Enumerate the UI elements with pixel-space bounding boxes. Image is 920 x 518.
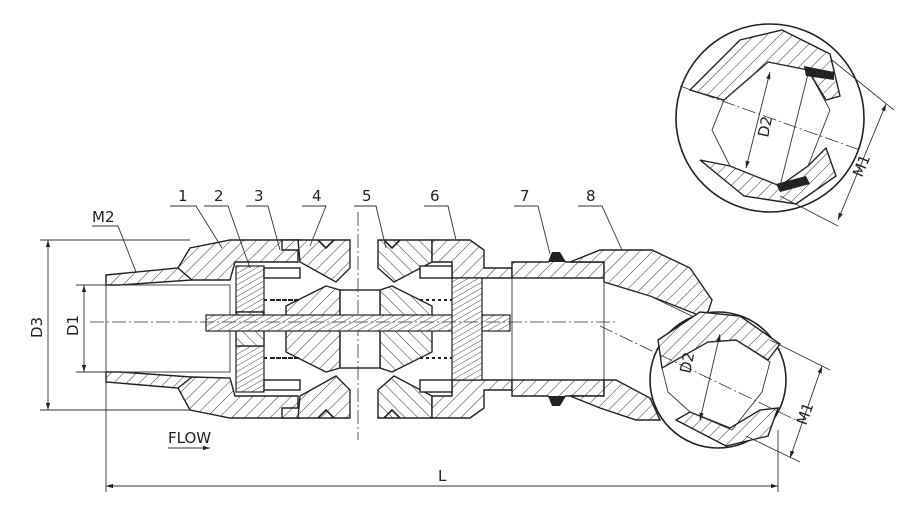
m1-main-extension-bottom bbox=[745, 435, 801, 463]
dim-d2-detail: D2 bbox=[754, 114, 776, 138]
m1-main-dimension-line bbox=[789, 365, 823, 459]
m1-detail-extension-bottom bbox=[779, 195, 839, 227]
m2-leader bbox=[92, 225, 137, 273]
valve-stem bbox=[205, 314, 511, 332]
dim-d3: D3 bbox=[28, 317, 46, 338]
elbow-nut bbox=[569, 249, 743, 433]
part-number-6: 6 bbox=[430, 187, 440, 205]
dim-length: L bbox=[438, 467, 447, 485]
dim-d2-main: D2 bbox=[676, 350, 698, 374]
d2-detail-dimension-line bbox=[745, 71, 771, 169]
part-leaders bbox=[170, 205, 623, 269]
left-body bbox=[105, 239, 301, 419]
m1-detail-dimension-line bbox=[837, 103, 887, 221]
right-body bbox=[419, 239, 513, 419]
flow-label: FLOW bbox=[168, 429, 211, 447]
part-number-7: 7 bbox=[520, 187, 530, 205]
dim-m1-main: M1 bbox=[793, 400, 818, 427]
d2-main-dimension-line bbox=[699, 333, 721, 421]
part-number-2: 2 bbox=[214, 187, 224, 205]
dim-m2: M2 bbox=[92, 208, 115, 226]
m1-main-extension-top bbox=[769, 339, 831, 371]
part-number-1: 1 bbox=[178, 187, 188, 205]
part-number-3: 3 bbox=[254, 187, 264, 205]
tube bbox=[511, 252, 605, 406]
detail-circle-main bbox=[599, 311, 801, 449]
part-number-4: 4 bbox=[312, 187, 322, 205]
dim-d1: D1 bbox=[64, 315, 82, 336]
part-number-5: 5 bbox=[362, 187, 372, 205]
m1-detail-extension-top bbox=[831, 59, 895, 111]
part-number-8: 8 bbox=[586, 187, 596, 205]
